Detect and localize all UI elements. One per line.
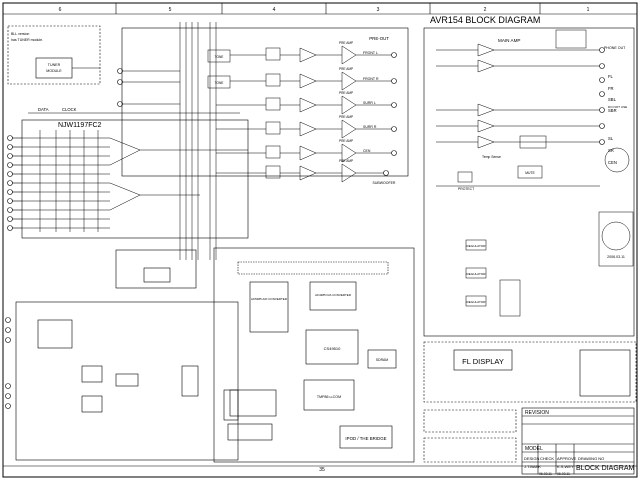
- tb-date-2: 06.03.11: [557, 472, 570, 476]
- tb-date-1: 06.03.11: [539, 472, 552, 476]
- output-2: SBL: [608, 97, 617, 102]
- protect-label: PROTECT: [458, 187, 474, 191]
- tb-drawing-title: BLOCK DIAGRAM: [576, 465, 635, 472]
- tb-drawing-no: DRAWING NO: [578, 456, 604, 461]
- tb-revision: REVISION: [525, 410, 549, 416]
- output-6: CEN: [608, 160, 617, 165]
- output-4: SL: [608, 136, 614, 141]
- preout-ch-4: CEN: [363, 149, 371, 153]
- tone-1: TONE: [215, 55, 224, 59]
- pre-amp-5: PRE AMP: [339, 159, 353, 163]
- diagram-title: AVR154 BLOCK DIAGRAM: [430, 15, 540, 25]
- tuner-module-1: TUNER: [48, 63, 61, 67]
- output-0: FL: [608, 74, 614, 79]
- output-1: FR: [608, 86, 614, 91]
- zone-1: 5: [169, 7, 172, 13]
- dsp-label: CS49510: [324, 346, 341, 351]
- pre-amp-0: PRE AMP: [339, 41, 353, 45]
- temp-sense: Temp Sense: [482, 155, 501, 159]
- phones-label: PHONE OUT: [604, 46, 626, 50]
- preout-ch-3: SURR R: [363, 125, 377, 129]
- clock-label: CLOCK: [62, 107, 77, 112]
- zone-2: 4: [273, 7, 276, 13]
- main-amp-label: MAIN AMP: [498, 38, 520, 43]
- tb-check: CHECK: [540, 456, 554, 461]
- zone-3: 3: [377, 7, 380, 13]
- output-note: DO NOT USE: [608, 105, 627, 109]
- adc-label: AK5385 A/D CONVERTER: [251, 297, 288, 301]
- reg-2: REGULATOR: [467, 300, 487, 304]
- pre-amp-1: PRE AMP: [339, 67, 353, 71]
- sdram-label: SDRAM: [376, 358, 388, 362]
- reg-1: REGULATOR: [467, 272, 487, 276]
- ipod-label: IPOD / THE BRIDGE: [345, 436, 386, 441]
- preout-label: PRE-OUT: [369, 36, 389, 41]
- mcu-label: TMP86 u-COM: [317, 395, 341, 399]
- pre-amp-3: PRE AMP: [339, 115, 353, 119]
- preout-ch-2: SURR L: [363, 101, 376, 105]
- tb-design: DESIGN: [524, 456, 539, 461]
- mute-label: MUTE: [525, 171, 535, 175]
- pre-amp-4: PRE AMP: [339, 139, 353, 143]
- output-5: SR: [608, 148, 614, 153]
- tone-2: TONE: [215, 81, 224, 85]
- zone-0: 6: [59, 7, 62, 13]
- tb-approve-name: K.S.WEY: [557, 464, 574, 469]
- tuner-note-1: BLL version: [11, 32, 29, 36]
- zone-5: 1: [587, 7, 590, 13]
- page-number: 35: [319, 467, 325, 473]
- tb-approve: APPROVE: [557, 456, 577, 461]
- data-label: DATA: [38, 107, 49, 112]
- tb-model: MODEL: [525, 446, 543, 452]
- output-3: SBR: [608, 108, 617, 113]
- subwoofer-label: SUBWOOFER: [373, 181, 396, 185]
- selector-chip: NJW1197FC2: [58, 122, 102, 129]
- pre-amp-2: PRE AMP: [339, 91, 353, 95]
- preout-ch-0: FRONT L: [363, 51, 378, 55]
- tuner-note-2: has TUNER module.: [11, 38, 43, 42]
- tb-design-name: J.T.BAEK: [524, 464, 541, 469]
- preout-ch-1: FRONT R: [363, 77, 379, 81]
- tuner-module-2: MODULE: [46, 69, 62, 73]
- fl-display: FL DISPLAY: [462, 357, 504, 366]
- reg-0: REGULATOR: [467, 244, 487, 248]
- dac-label: AK4385 D/A CONVERTER: [315, 293, 352, 297]
- zone-4: 2: [484, 7, 487, 13]
- date-stamp: 2006.03.11: [607, 255, 625, 259]
